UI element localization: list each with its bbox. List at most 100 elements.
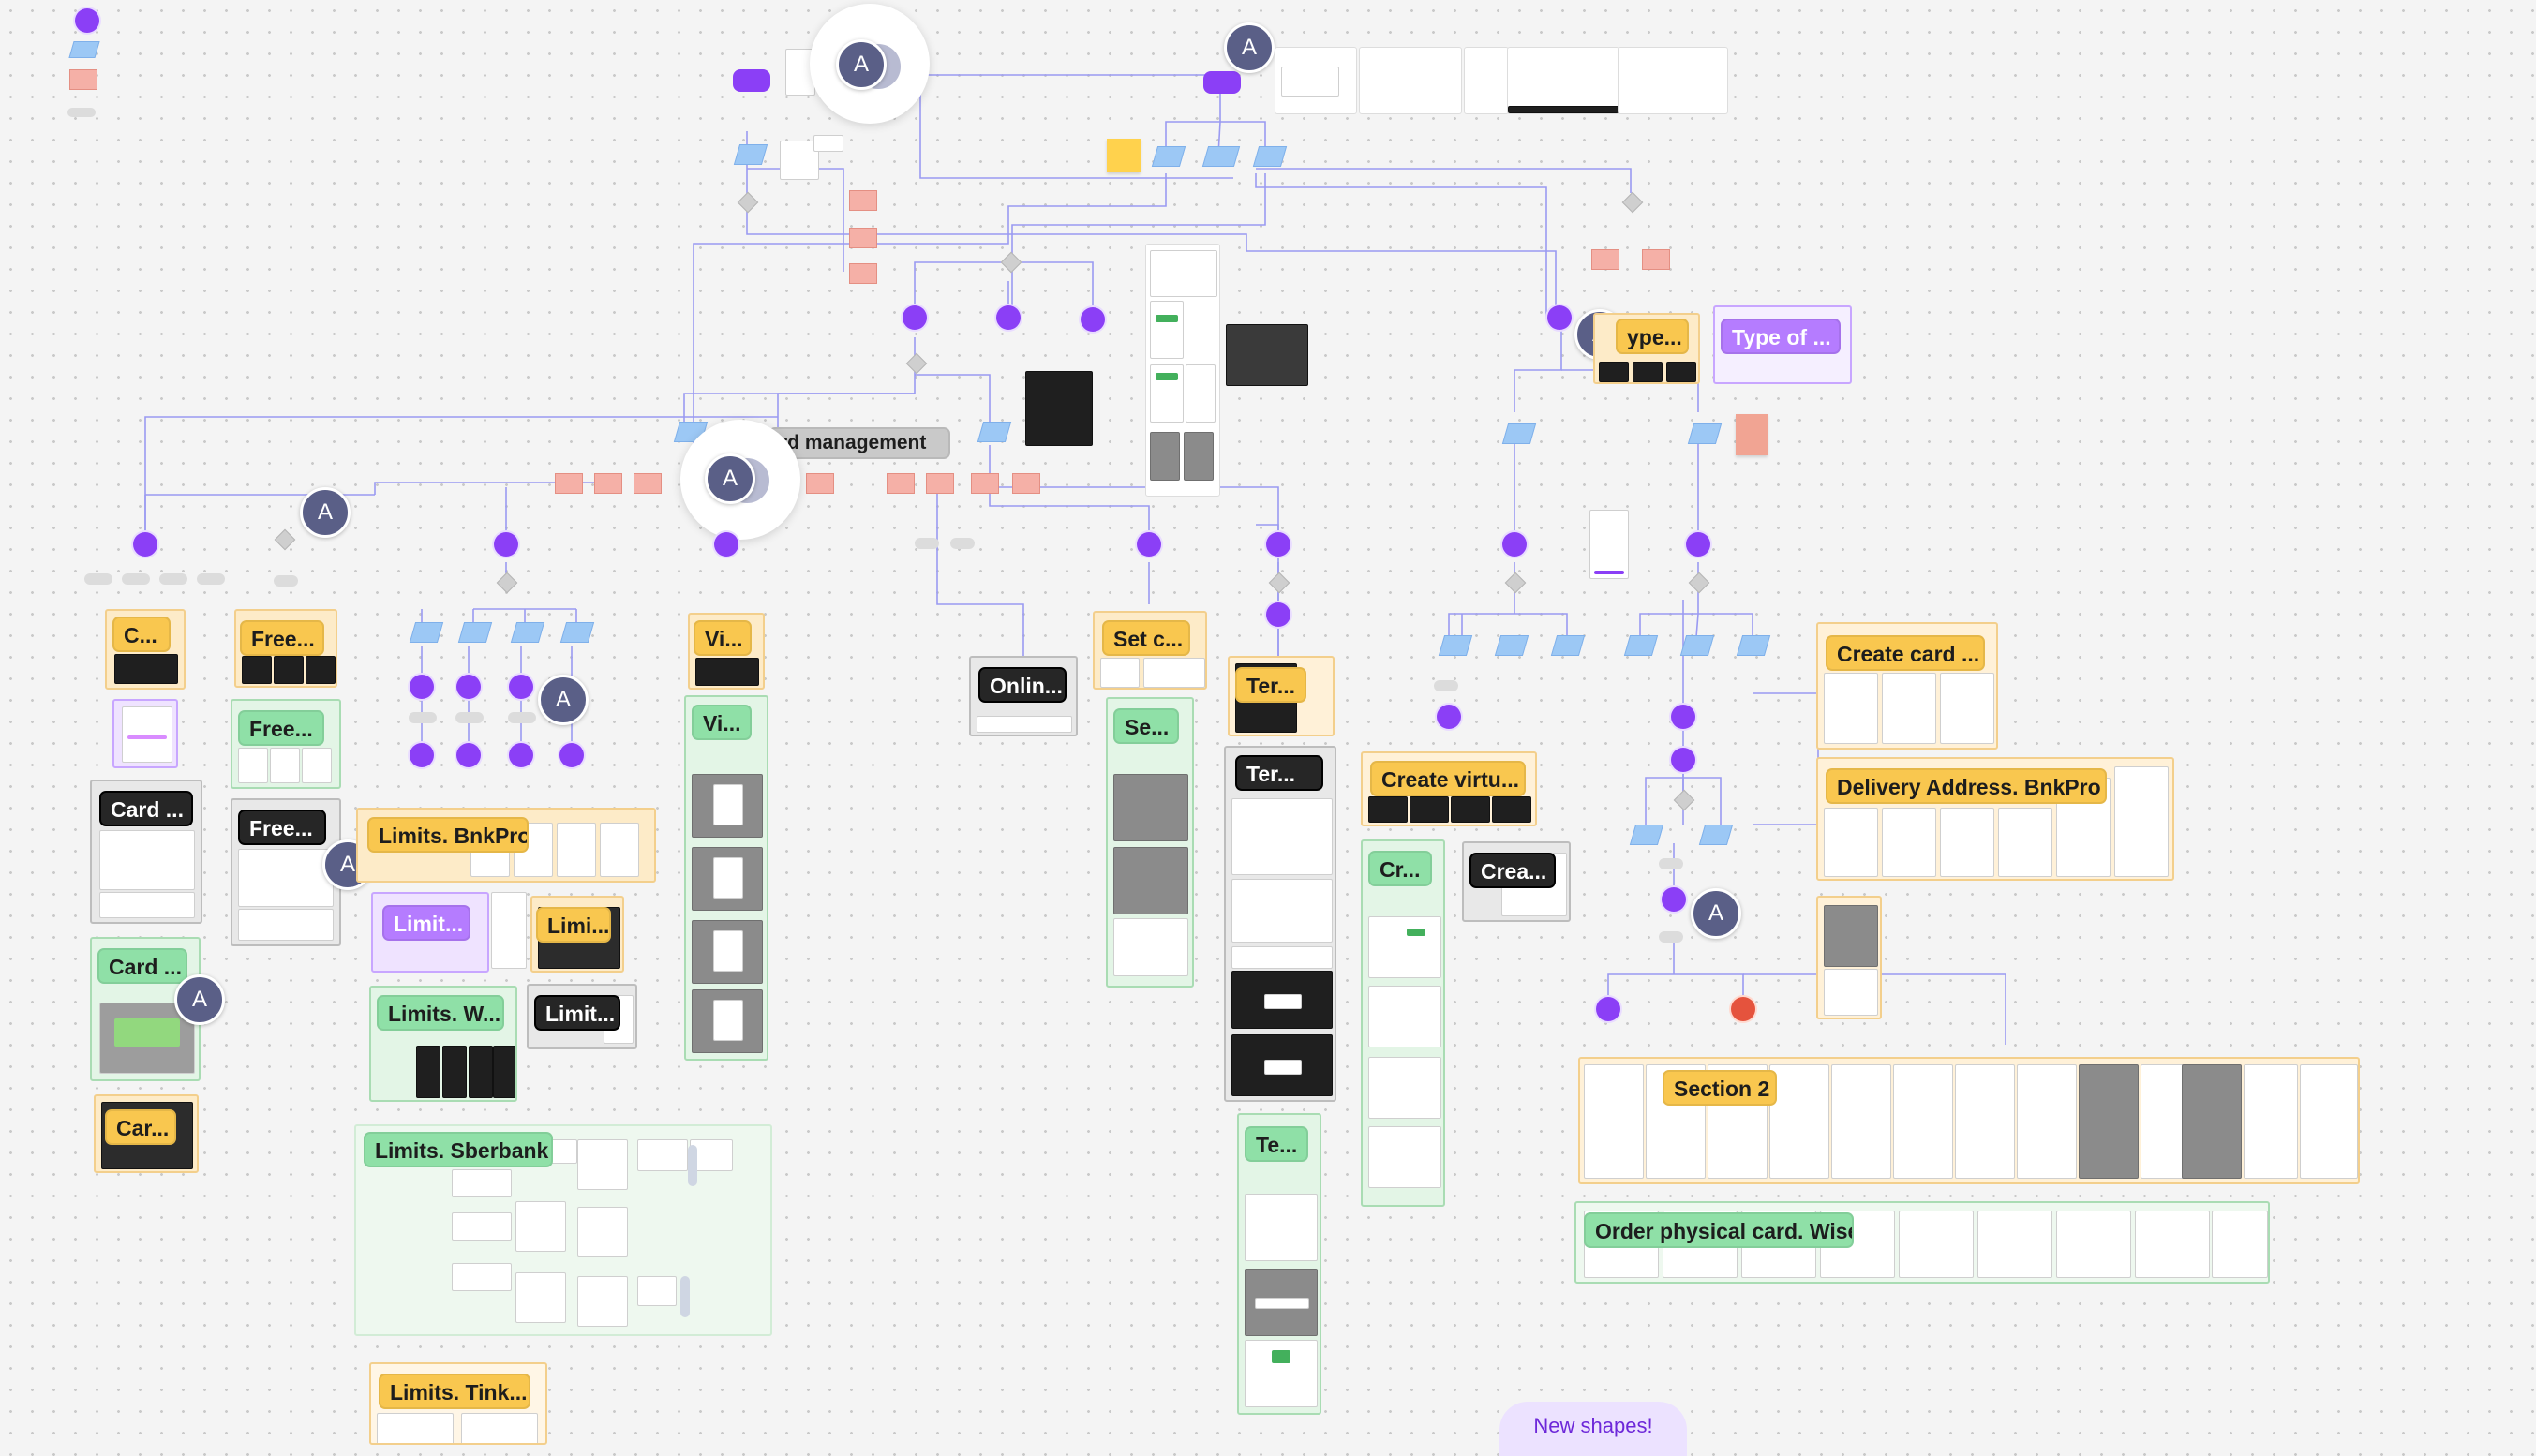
frame-label-free-2[interactable]: Free... <box>238 710 324 746</box>
frame-label-type-of-1[interactable]: ype... <box>1616 319 1689 354</box>
legend-decision-shape[interactable] <box>67 108 96 117</box>
flow-node[interactable] <box>1596 997 1620 1021</box>
process-node[interactable] <box>887 473 915 494</box>
flow-node[interactable] <box>1547 305 1572 330</box>
user-avatar[interactable]: A <box>174 974 225 1025</box>
input-node[interactable] <box>510 622 545 643</box>
frame-label-order-physical-card[interactable]: Order physical card. Wise <box>1584 1212 1854 1248</box>
input-node[interactable] <box>1698 825 1734 845</box>
process-node[interactable] <box>849 190 877 211</box>
frame-label-onlin[interactable]: Onlin... <box>978 667 1067 703</box>
frame-label-set-c[interactable]: Set c... <box>1102 620 1190 656</box>
frame-label-limit-dark[interactable]: Limit... <box>534 995 620 1031</box>
new-shapes-button[interactable]: New shapes! <box>1499 1402 1687 1456</box>
screen-frame[interactable] <box>1275 47 1357 114</box>
input-node[interactable] <box>733 144 768 165</box>
decision-node[interactable] <box>84 573 112 585</box>
frame-label-create-card[interactable]: Create card ... <box>1826 635 1985 671</box>
process-node[interactable] <box>1591 249 1619 270</box>
flow-node[interactable] <box>1437 705 1461 729</box>
legend-input-shape[interactable] <box>68 41 100 58</box>
frame-label-create-virtu[interactable]: Create virtu... <box>1370 761 1526 796</box>
frame-se[interactable] <box>1106 697 1194 988</box>
frame-label-limits-bnkpro[interactable]: Limits. BnkPro <box>367 817 529 853</box>
user-avatar[interactable]: A <box>1224 22 1275 73</box>
flow-node[interactable] <box>410 675 434 699</box>
frame-label-crea[interactable]: Crea... <box>1469 853 1556 888</box>
input-node[interactable] <box>977 422 1012 442</box>
frame-label-delivery-address[interactable]: Delivery Address. BnkPro <box>1826 768 2107 804</box>
input-node[interactable] <box>1629 825 1664 845</box>
frame-label-limits-sberbank[interactable]: Limits. Sberbank <box>364 1132 553 1167</box>
decision-node[interactable] <box>508 712 536 723</box>
process-node[interactable] <box>849 263 877 284</box>
decision-node[interactable] <box>1621 191 1644 214</box>
decision-node[interactable] <box>122 573 150 585</box>
frame-label-vi-1[interactable]: Vi... <box>694 620 752 656</box>
flow-node[interactable] <box>133 532 157 557</box>
flow-node[interactable] <box>714 532 738 557</box>
user-avatar[interactable]: A <box>538 675 589 725</box>
flow-node[interactable] <box>1662 887 1686 912</box>
section-label-card-management[interactable]: rd management <box>768 427 950 459</box>
frame-label-free-3[interactable]: Free... <box>238 810 326 845</box>
screen-frame[interactable] <box>1507 47 1619 114</box>
decision-node[interactable] <box>1504 572 1527 594</box>
flow-node[interactable] <box>996 305 1021 330</box>
input-node[interactable] <box>1623 635 1659 656</box>
frame-label-ter-2[interactable]: Ter... <box>1235 755 1323 791</box>
flow-node[interactable] <box>559 743 584 767</box>
frame-label-card-1[interactable]: Card ... <box>99 791 193 826</box>
process-node[interactable] <box>594 473 622 494</box>
flow-node[interactable] <box>456 675 481 699</box>
decision-node[interactable] <box>905 352 928 375</box>
input-node[interactable] <box>1550 635 1586 656</box>
input-node[interactable] <box>1151 146 1186 167</box>
frame-label-vi-2[interactable]: Vi... <box>692 705 752 740</box>
screen-thumbnail[interactable] <box>1025 371 1093 446</box>
decision-node[interactable] <box>950 538 975 549</box>
decision-node[interactable] <box>159 573 187 585</box>
frame-label-card-2[interactable]: Card ... <box>97 948 187 984</box>
input-node[interactable] <box>1501 423 1537 444</box>
screen-thumbnail[interactable] <box>813 135 843 152</box>
frame-label-te[interactable]: Te... <box>1245 1126 1308 1162</box>
process-node[interactable] <box>1012 473 1040 494</box>
screen-frame[interactable] <box>1359 47 1462 114</box>
flow-node[interactable] <box>494 532 518 557</box>
input-node[interactable] <box>409 622 444 643</box>
input-node[interactable] <box>1201 146 1241 167</box>
flow-node[interactable] <box>509 675 533 699</box>
input-node[interactable] <box>1252 146 1288 167</box>
frame-ter-2[interactable] <box>1224 746 1336 1102</box>
process-node[interactable] <box>926 473 954 494</box>
frame-label-limits-tink[interactable]: Limits. Tink... <box>379 1374 530 1409</box>
decision-node[interactable] <box>1000 251 1022 274</box>
sticky-note[interactable] <box>1736 414 1768 455</box>
decision-node[interactable] <box>409 712 437 723</box>
flow-node[interactable] <box>1671 705 1695 729</box>
input-node[interactable] <box>457 622 493 643</box>
input-node[interactable] <box>1736 635 1771 656</box>
frame-label-limi-yellow[interactable]: Limi... <box>536 907 611 943</box>
process-node[interactable] <box>971 473 999 494</box>
screen-thumbnail[interactable] <box>780 141 819 180</box>
flow-node-error[interactable] <box>1731 997 1755 1021</box>
flow-node[interactable] <box>1137 532 1161 557</box>
process-node[interactable] <box>555 473 583 494</box>
legend-start-node[interactable] <box>75 8 99 33</box>
decision-node[interactable] <box>1268 572 1290 594</box>
user-avatar[interactable]: A <box>836 39 887 90</box>
decision-node[interactable] <box>274 528 296 551</box>
frame-label-limit-purple[interactable]: Limit... <box>382 905 470 941</box>
frame-label-c[interactable]: C... <box>112 617 171 652</box>
decision-node[interactable] <box>455 712 484 723</box>
decision-node[interactable] <box>1673 789 1695 811</box>
frame-label-ter-1[interactable]: Ter... <box>1235 667 1306 703</box>
decision-node[interactable] <box>1659 858 1683 869</box>
frame-screen-yellow[interactable] <box>1816 896 1882 1019</box>
frame-label-free-1[interactable]: Free... <box>240 620 324 656</box>
screen-stack[interactable] <box>1145 244 1220 497</box>
flow-node[interactable] <box>1686 532 1710 557</box>
input-node[interactable] <box>1679 635 1715 656</box>
